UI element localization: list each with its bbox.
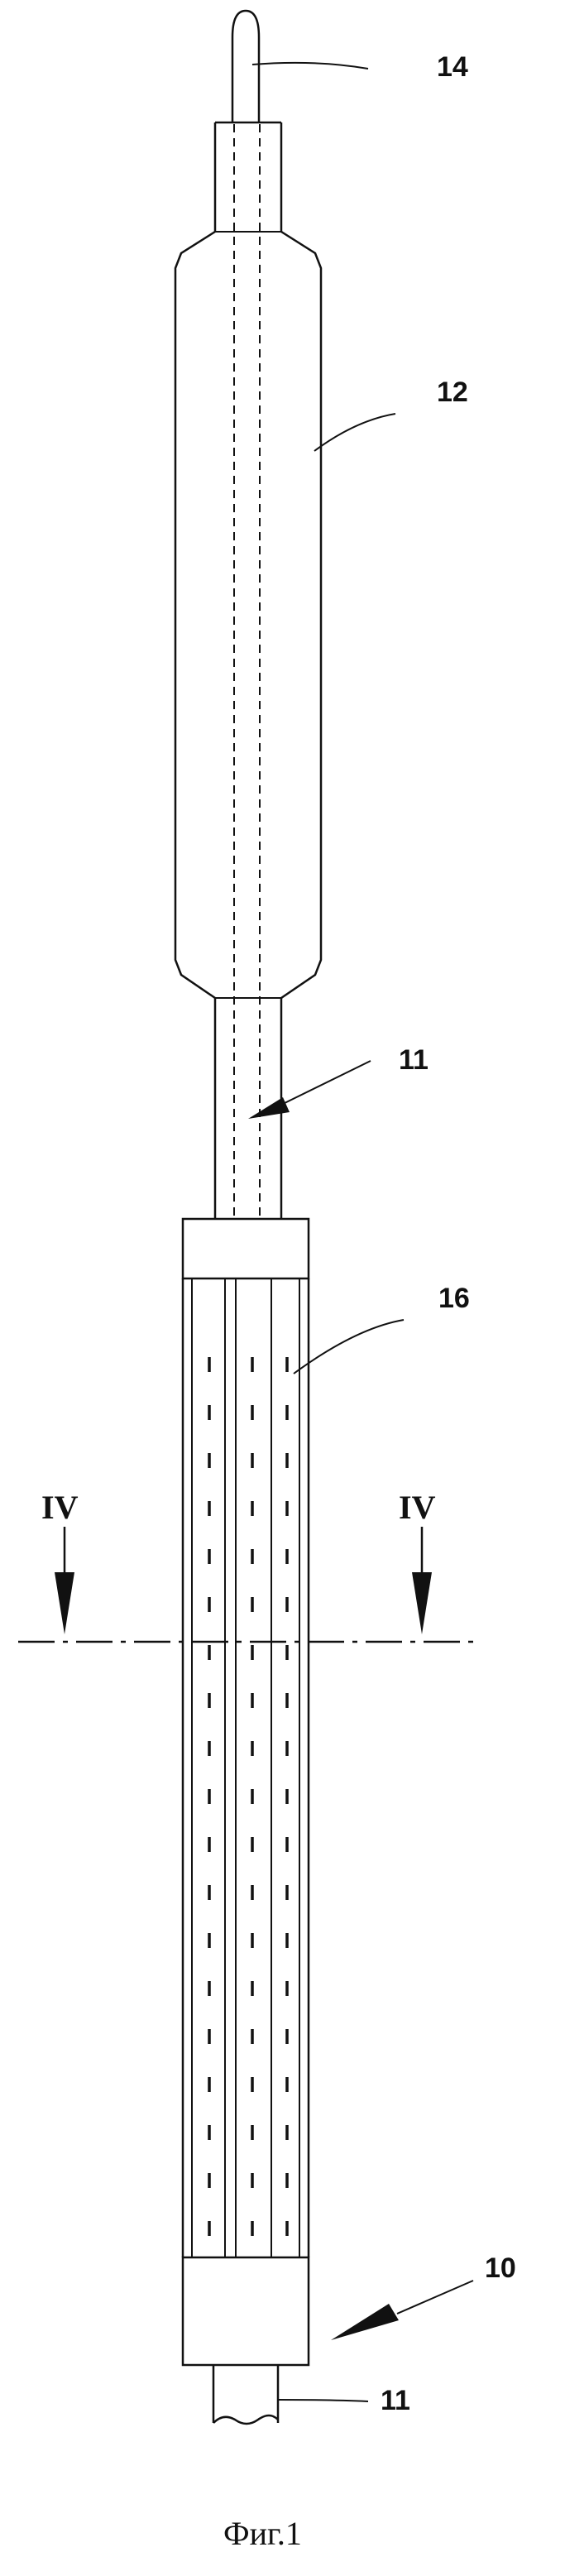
shaft-lower [213,2365,278,2424]
balloon-outline [175,232,321,998]
label-section-left: IV [41,1489,79,1526]
leader-11-lower [278,2400,368,2401]
leader-16 [294,1320,404,1374]
label-14: 14 [437,51,468,83]
section-arrow-left [55,1527,74,1634]
sleeve-top-collar [183,1219,309,1278]
leader-12 [314,414,395,451]
label-10: 10 [485,2252,516,2284]
sleeve-bottom-collar [183,2257,309,2365]
label-11-upper: 11 [399,1044,429,1076]
label-section-right: IV [399,1489,436,1526]
filter-sleeve [183,1278,309,2257]
leader-11-upper [248,1061,371,1119]
figure-caption: Фиг.1 [223,2515,302,2552]
upper-neck [215,122,281,232]
perforation-slots [209,1357,287,2251]
tip-outline [232,11,259,122]
label-12: 12 [437,377,468,408]
inner-lumen [234,124,260,1218]
label-11-lower: 11 [381,2385,410,2416]
leader-10 [331,2281,473,2340]
section-arrow-right [412,1527,432,1634]
leader-14 [252,63,368,69]
label-16: 16 [438,1283,470,1314]
